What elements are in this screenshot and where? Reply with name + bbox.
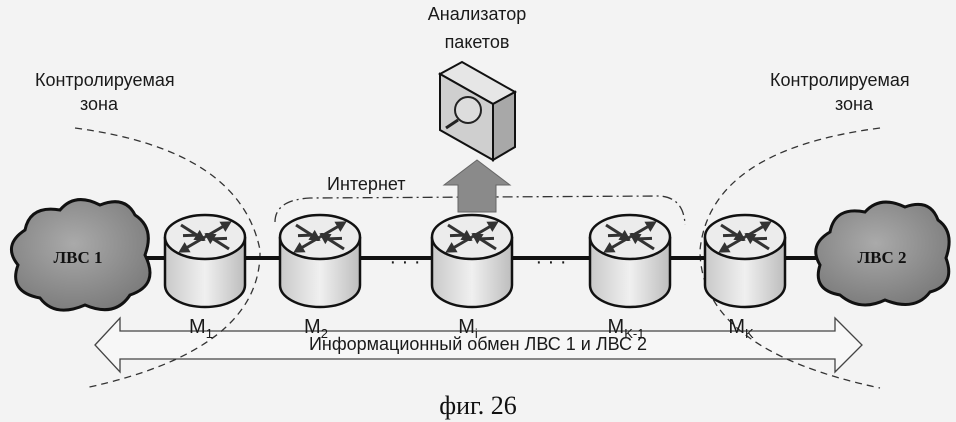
ellipsis-1: · · · (389, 251, 420, 273)
lan2-cloud: ЛВС 2 (816, 202, 949, 305)
zone-left-label-1: Контролируемая (35, 70, 175, 90)
zone-right-label-2: зона (835, 94, 874, 114)
capture-arrow (444, 160, 510, 212)
analyzer-label-2: пакетов (445, 32, 510, 52)
router-label: Mi (458, 316, 478, 341)
router-label: M1 (189, 316, 213, 341)
internet-label: Интернет (327, 174, 406, 194)
ellipsis-2: · · · (535, 251, 566, 273)
router-2: M2 (280, 215, 360, 341)
router-4: MK-1 (590, 215, 670, 341)
router-5: MK (705, 215, 785, 341)
magnifier-icon (455, 97, 481, 123)
analyzer-label-1: Анализатор (428, 4, 526, 24)
router-1: M1 (165, 215, 245, 341)
zone-right-label-1: Контролируемая (770, 70, 910, 90)
router-3: Mi (432, 215, 512, 341)
zone-left-label-2: зона (80, 94, 119, 114)
router-label: MK-1 (608, 316, 645, 341)
lan1-label: ЛВС 1 (53, 248, 102, 267)
router-label: MK (728, 316, 754, 341)
figure-caption: фиг. 26 (439, 391, 517, 420)
packet-analyzer-icon (440, 62, 515, 160)
lan1-cloud: ЛВС 1 (11, 200, 150, 311)
lan2-label: ЛВС 2 (857, 248, 906, 267)
exchange-label: Информационный обмен ЛВС 1 и ЛВС 2 (309, 334, 647, 354)
router-label: M2 (304, 316, 328, 341)
